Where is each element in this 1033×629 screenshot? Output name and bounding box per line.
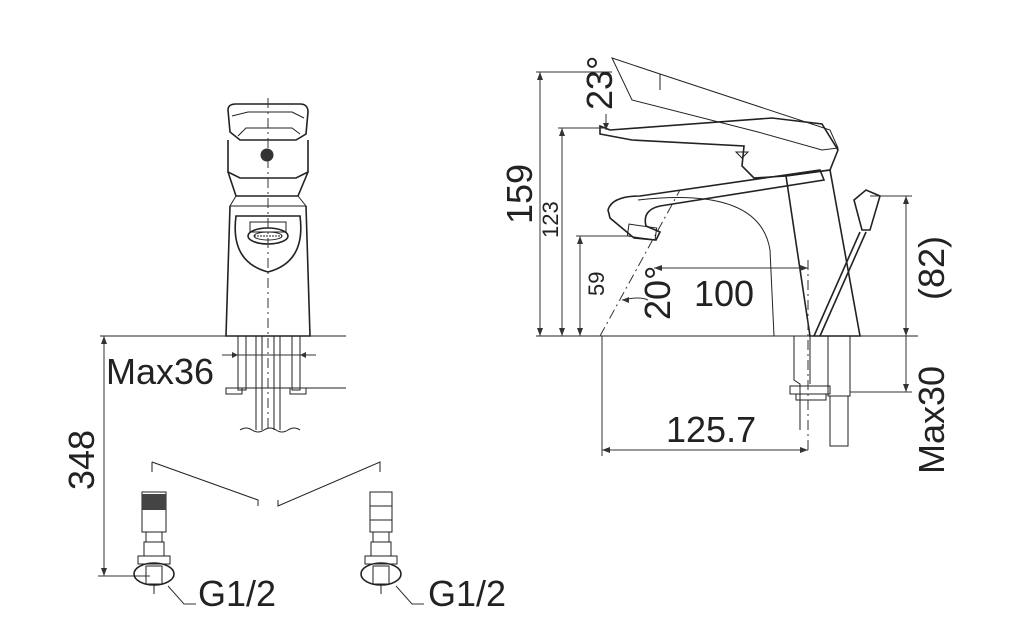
indicator-dot [260,148,274,162]
side-body [785,169,861,337]
thread-left-label: G1/2 [198,573,276,614]
right-connector [360,491,402,594]
lever-handle [227,103,309,141]
pop-up-rod [789,189,881,447]
lever [599,117,839,179]
thread-right-label: G1/2 [428,573,506,614]
dim-82-label: (82) [911,236,952,300]
lever-raised-position [611,57,839,151]
dim-100-label: 100 [694,273,754,314]
dim-59-label: 59 [584,272,609,296]
spout [607,169,826,241]
hex-collar [227,171,309,197]
front-view: Max36 348 G1/2 G1/2 [61,98,506,614]
dim-max30-label: Max30 [911,366,952,474]
angle-23-label: 23° [579,56,620,110]
angle-20-label: 20° [637,266,678,320]
dim-125-7-label: 125.7 [666,409,756,450]
left-connector [133,491,175,594]
max36-label: Max36 [106,351,214,392]
dim-123-label: 123 [538,201,563,238]
aerator-pocket [234,215,302,273]
side-view: 159 123 59 23° 20° 100 (82) Max30 125.7 [499,56,952,474]
dim-348-label: 348 [61,430,102,490]
dim-159-label: 159 [499,164,540,224]
